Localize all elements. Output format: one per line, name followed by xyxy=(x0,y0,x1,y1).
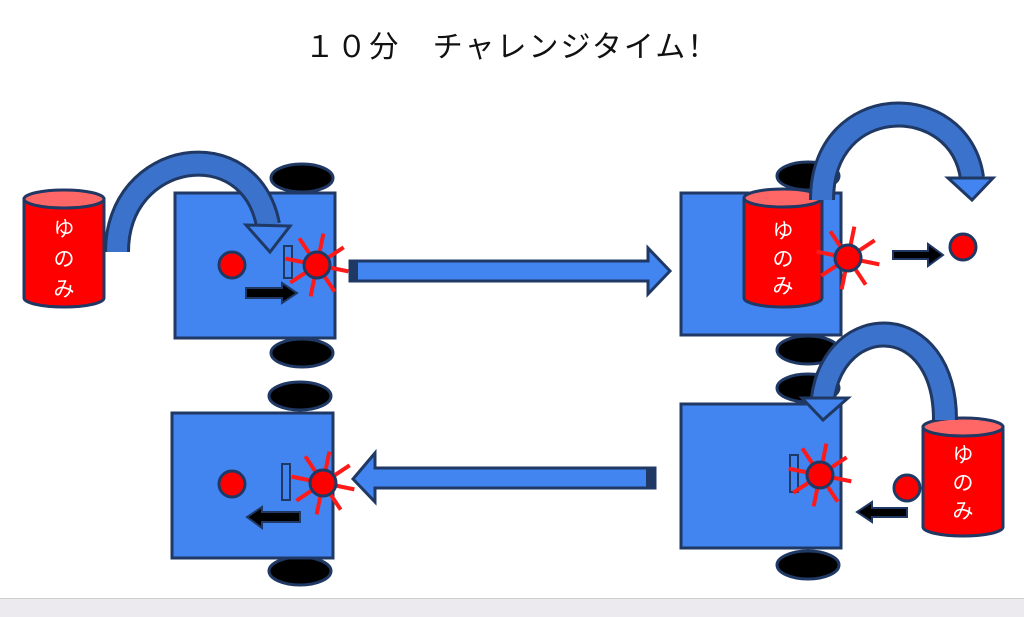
bumper xyxy=(789,454,799,493)
ball xyxy=(948,232,978,262)
big-arrow-right xyxy=(348,244,673,298)
bumper xyxy=(283,245,293,279)
wheel xyxy=(267,555,333,587)
curved-arrow-1 xyxy=(104,150,293,255)
wheel xyxy=(269,337,335,369)
ball xyxy=(833,243,863,273)
status-bar xyxy=(0,598,1024,617)
cup-1: ゆ の み xyxy=(22,188,106,309)
cup-label-char: ゆ xyxy=(54,217,75,241)
big-arrow-left xyxy=(350,448,657,506)
move-right-arrow-icon xyxy=(245,281,299,305)
cup-3: ゆ の み xyxy=(921,416,1005,538)
wheel xyxy=(775,549,841,581)
ball xyxy=(217,469,247,499)
cup-2: ゆ の み xyxy=(742,187,824,309)
arrow-tail xyxy=(646,468,655,488)
impact-star-icon xyxy=(291,451,355,515)
cup-label-char: み xyxy=(953,499,974,523)
move-right-arrow-icon xyxy=(892,242,945,268)
wheel xyxy=(269,162,335,194)
robot-3 xyxy=(679,372,922,581)
cup-label-char: み xyxy=(54,277,75,301)
ball xyxy=(892,473,922,503)
bumper xyxy=(281,463,291,501)
impact-star-icon xyxy=(816,226,880,290)
curved-arrow-2 xyxy=(809,101,997,203)
curved-arrow-3 xyxy=(798,321,958,423)
cup-label-char: み xyxy=(773,274,794,298)
slide-title: １０分 チャレンジタイム！ xyxy=(304,30,720,65)
cup-label-char: の xyxy=(54,247,75,271)
wheel xyxy=(267,380,333,412)
ball xyxy=(308,468,338,498)
ball xyxy=(805,460,835,490)
robot-4 xyxy=(170,380,355,587)
robot-body xyxy=(170,411,335,560)
move-left-arrow-icon xyxy=(855,500,908,524)
cup-label-char: の xyxy=(953,471,974,495)
impact-star-icon xyxy=(788,443,852,507)
cup-label-char: の xyxy=(773,247,794,271)
move-left-arrow-icon xyxy=(245,505,301,530)
ball xyxy=(217,250,247,280)
ball xyxy=(302,250,332,280)
arrow-tail xyxy=(350,261,358,281)
cup-label-char: ゆ xyxy=(773,219,794,243)
cup-label-char: ゆ xyxy=(953,443,974,467)
impact-star-icon xyxy=(285,233,349,297)
